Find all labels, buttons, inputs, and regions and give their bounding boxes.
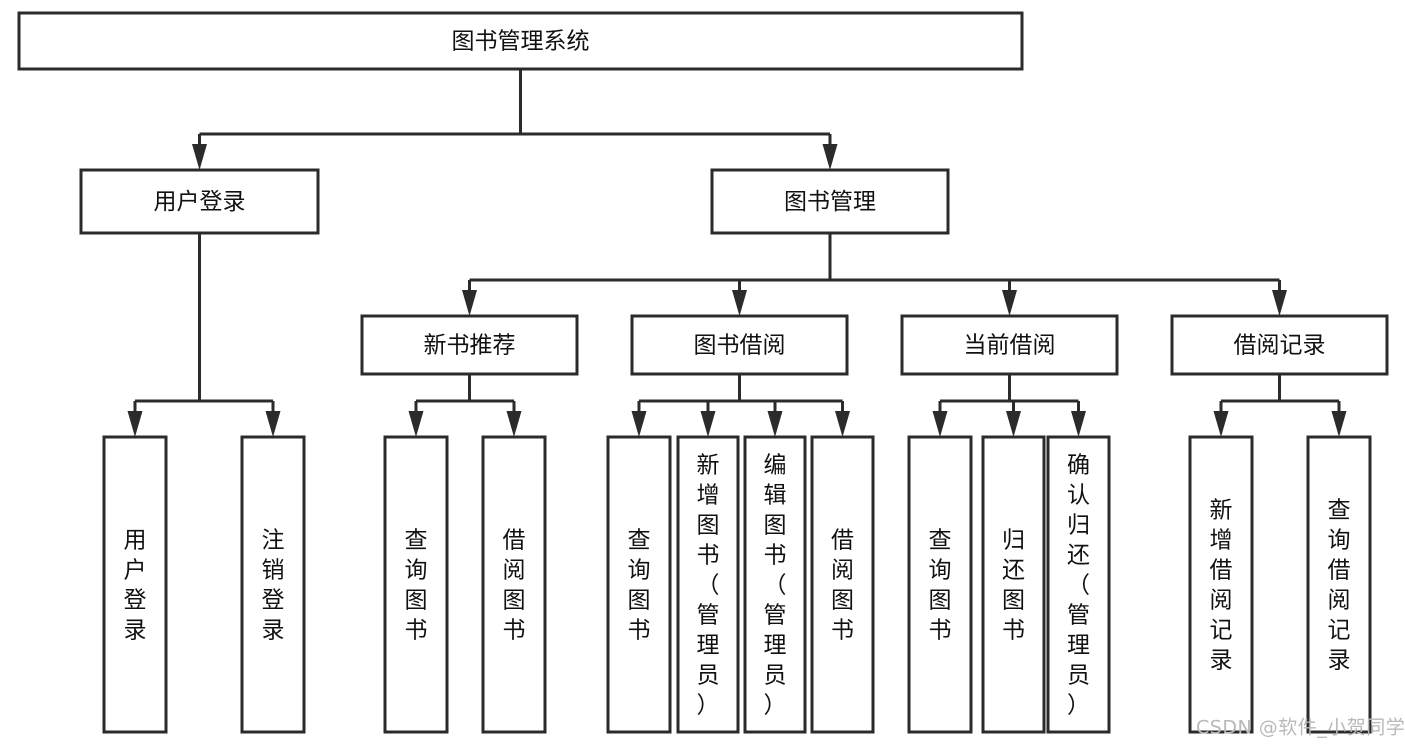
node-box[interactable] xyxy=(383,435,449,734)
node-box[interactable] xyxy=(710,168,950,235)
node-l-qrec[interactable]: 查询借阅记录 xyxy=(1306,435,1372,734)
connector-layer xyxy=(127,69,1347,437)
node-box[interactable] xyxy=(1188,435,1254,734)
node-root[interactable]: 图书管理系统 xyxy=(17,11,1024,71)
node-label: 借阅图书 xyxy=(831,527,854,643)
node-box[interactable] xyxy=(900,314,1119,376)
node-label: 注销登录 xyxy=(262,527,285,643)
node-label: 图书管理 xyxy=(784,189,876,215)
node-box[interactable] xyxy=(810,435,875,734)
node-label: 编辑图书（管理员） xyxy=(764,452,787,718)
node-l-q3[interactable]: 查询图书 xyxy=(907,435,973,734)
node-box[interactable] xyxy=(630,314,849,376)
node-label: 用户登录 xyxy=(154,189,246,215)
node-label: 查询图书 xyxy=(405,527,428,643)
node-label: 确认归还（管理员） xyxy=(1067,452,1090,718)
node-l-q1[interactable]: 查询图书 xyxy=(383,435,449,734)
node-label: 新增借阅记录 xyxy=(1210,497,1233,673)
node-box[interactable] xyxy=(676,435,740,734)
node-label: 查询图书 xyxy=(628,527,651,643)
node-l-conf[interactable]: 确认归还（管理员） xyxy=(1046,435,1111,734)
node-label: 查询图书 xyxy=(929,527,952,643)
node-label: 借阅图书 xyxy=(503,527,526,643)
node-box[interactable] xyxy=(1170,314,1389,376)
node-l-b2[interactable]: 借阅图书 xyxy=(810,435,875,734)
node-l-ret[interactable]: 归还图书 xyxy=(981,435,1046,734)
csdn-watermark: CSDN @软件_小贺同学 xyxy=(1196,717,1405,739)
node-l-login1[interactable]: 用户登录 xyxy=(102,435,168,734)
node-label: 归还图书 xyxy=(1002,527,1025,643)
node-box[interactable] xyxy=(981,435,1046,734)
node-box[interactable] xyxy=(102,435,168,734)
node-n-borrow[interactable]: 图书借阅 xyxy=(630,314,849,376)
node-l-addrec[interactable]: 新增借阅记录 xyxy=(1188,435,1254,734)
node-n-rec[interactable]: 借阅记录 xyxy=(1170,314,1389,376)
node-box[interactable] xyxy=(240,435,306,734)
node-l-q2[interactable]: 查询图书 xyxy=(606,435,672,734)
node-label: 图书借阅 xyxy=(694,333,786,359)
node-label: 新增图书（管理员） xyxy=(697,452,720,718)
node-label: 借阅记录 xyxy=(1234,333,1326,359)
node-box[interactable] xyxy=(606,435,672,734)
node-l-add[interactable]: 新增图书（管理员） xyxy=(676,435,740,734)
node-box[interactable] xyxy=(17,11,1024,71)
node-label: 新书推荐 xyxy=(424,333,516,359)
node-box[interactable] xyxy=(360,314,579,376)
node-label: 当前借阅 xyxy=(964,333,1056,359)
node-l-logout[interactable]: 注销登录 xyxy=(240,435,306,734)
node-layer: 图书管理系统用户登录图书管理新书推荐图书借阅当前借阅借阅记录用户登录注销登录查询… xyxy=(17,11,1389,734)
node-n-cur[interactable]: 当前借阅 xyxy=(900,314,1119,376)
node-label: 图书管理系统 xyxy=(452,29,590,55)
node-box[interactable] xyxy=(743,435,807,734)
node-n-book[interactable]: 图书管理 xyxy=(710,168,950,235)
node-l-edit[interactable]: 编辑图书（管理员） xyxy=(743,435,807,734)
node-box[interactable] xyxy=(1306,435,1372,734)
node-box[interactable] xyxy=(1046,435,1111,734)
node-box[interactable] xyxy=(907,435,973,734)
node-n-login[interactable]: 用户登录 xyxy=(79,168,320,235)
node-box[interactable] xyxy=(481,435,547,734)
node-n-new[interactable]: 新书推荐 xyxy=(360,314,579,376)
node-label: 用户登录 xyxy=(124,527,147,643)
node-box[interactable] xyxy=(79,168,320,235)
node-l-b1[interactable]: 借阅图书 xyxy=(481,435,547,734)
node-label: 查询借阅记录 xyxy=(1328,497,1351,673)
